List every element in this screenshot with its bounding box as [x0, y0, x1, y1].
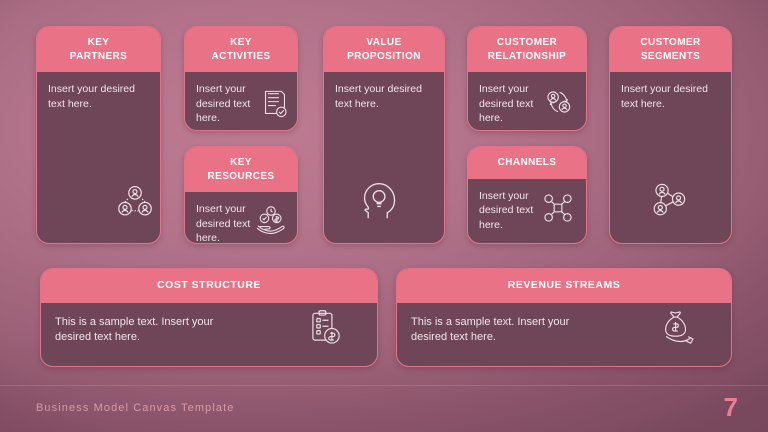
card-text: Insert your desired text here. [335, 83, 422, 110]
card-body-key-activities: Insert your desired text here. [185, 72, 297, 130]
card-header-customer-relationship: CUSTOMER RELATIONSHIP [468, 27, 586, 72]
page-number: 7 [723, 392, 738, 422]
card-body-key-resources: Insert your desired text here. [185, 192, 297, 244]
card-text: Insert your desired text here. [196, 203, 251, 244]
card-key-resources[interactable]: KEY RESOURCES Insert your desired text h… [184, 146, 298, 244]
hand-resources-icon [253, 202, 289, 238]
money-bag-hand-icon [659, 310, 699, 347]
card-header-customer-segments: CUSTOMER SEGMENTS [610, 27, 731, 72]
card-header-key-activities: KEY ACTIVITIES [185, 27, 297, 72]
card-title-line1: CHANNELS [497, 157, 557, 168]
card-title-line2: PROPOSITION [347, 50, 421, 62]
card-title-line1: CUSTOMER [496, 37, 558, 48]
card-value-proposition[interactable]: VALUE PROPOSITION Insert your desired te… [323, 26, 445, 244]
card-body-key-partners: Insert your desired text here. [37, 72, 160, 243]
card-title-line2: RESOURCES [207, 170, 275, 182]
card-title-line2: RELATIONSHIP [487, 50, 567, 62]
document-check-icon [261, 89, 289, 119]
people-exchange-icon [540, 85, 576, 119]
card-text: Insert your desired text here. [48, 83, 135, 110]
card-key-partners[interactable]: KEY PARTNERS Insert your desired text he… [36, 26, 161, 244]
card-header-cost-structure: COST STRUCTURE [41, 269, 377, 303]
card-header-channels: CHANNELS [468, 147, 586, 179]
card-text: Insert your desired text here. [621, 83, 708, 110]
card-text: This is a sample text. Insert your desir… [411, 315, 570, 343]
card-revenue-streams[interactable]: REVENUE STREAMS This is a sample text. I… [396, 268, 732, 367]
card-title-line2: SEGMENTS [640, 50, 701, 62]
card-title-line1: VALUE [366, 37, 402, 48]
network-nodes-icon [541, 191, 575, 225]
card-title-line2: ACTIVITIES [211, 50, 271, 62]
card-body-customer-relationship: Insert your desired text here. [468, 72, 586, 130]
card-title-line1: CUSTOMER [640, 37, 701, 48]
card-text: This is a sample text. Insert your desir… [55, 315, 214, 343]
card-body-value-proposition: Insert your desired text here. [324, 72, 444, 243]
card-body-customer-segments: Insert your desired text here. [610, 72, 731, 243]
card-title-line1: KEY [87, 37, 110, 48]
card-title-line1: KEY [230, 157, 252, 168]
card-body-cost-structure: This is a sample text. Insert your desir… [41, 303, 377, 367]
card-customer-segments[interactable]: CUSTOMER SEGMENTS Insert your desired te… [609, 26, 732, 244]
card-channels[interactable]: CHANNELS Insert your desired text here. [467, 146, 587, 244]
footer-title: Business Model Canvas Template [36, 402, 235, 414]
clipboard-dollar-icon [307, 309, 343, 347]
card-title-line1: KEY [230, 37, 252, 48]
card-body-channels: Insert your desired text here. [468, 179, 586, 244]
card-title-line1: COST STRUCTURE [157, 279, 261, 291]
partners-network-icon [115, 182, 155, 222]
card-key-activities[interactable]: KEY ACTIVITIES Insert your desired text … [184, 26, 298, 131]
footer-divider [0, 385, 768, 386]
card-body-revenue-streams: This is a sample text. Insert your desir… [397, 303, 731, 367]
card-cost-structure[interactable]: COST STRUCTURE This is a sample text. In… [40, 268, 378, 367]
card-text: Insert your desired text here. [479, 83, 534, 124]
card-text: Insert your desired text here. [196, 83, 251, 124]
segments-people-icon [648, 180, 690, 220]
card-header-revenue-streams: REVENUE STREAMS [397, 269, 731, 303]
card-customer-relationship[interactable]: CUSTOMER RELATIONSHIP Insert your desire… [467, 26, 587, 131]
card-header-key-partners: KEY PARTNERS [37, 27, 160, 72]
card-title-line2: PARTNERS [69, 50, 128, 62]
card-header-key-resources: KEY RESOURCES [185, 147, 297, 192]
card-text: Insert your desired text here. [479, 189, 534, 231]
card-header-value-proposition: VALUE PROPOSITION [324, 27, 444, 72]
card-title-line1: REVENUE STREAMS [507, 279, 621, 291]
head-lightbulb-icon [360, 180, 400, 222]
